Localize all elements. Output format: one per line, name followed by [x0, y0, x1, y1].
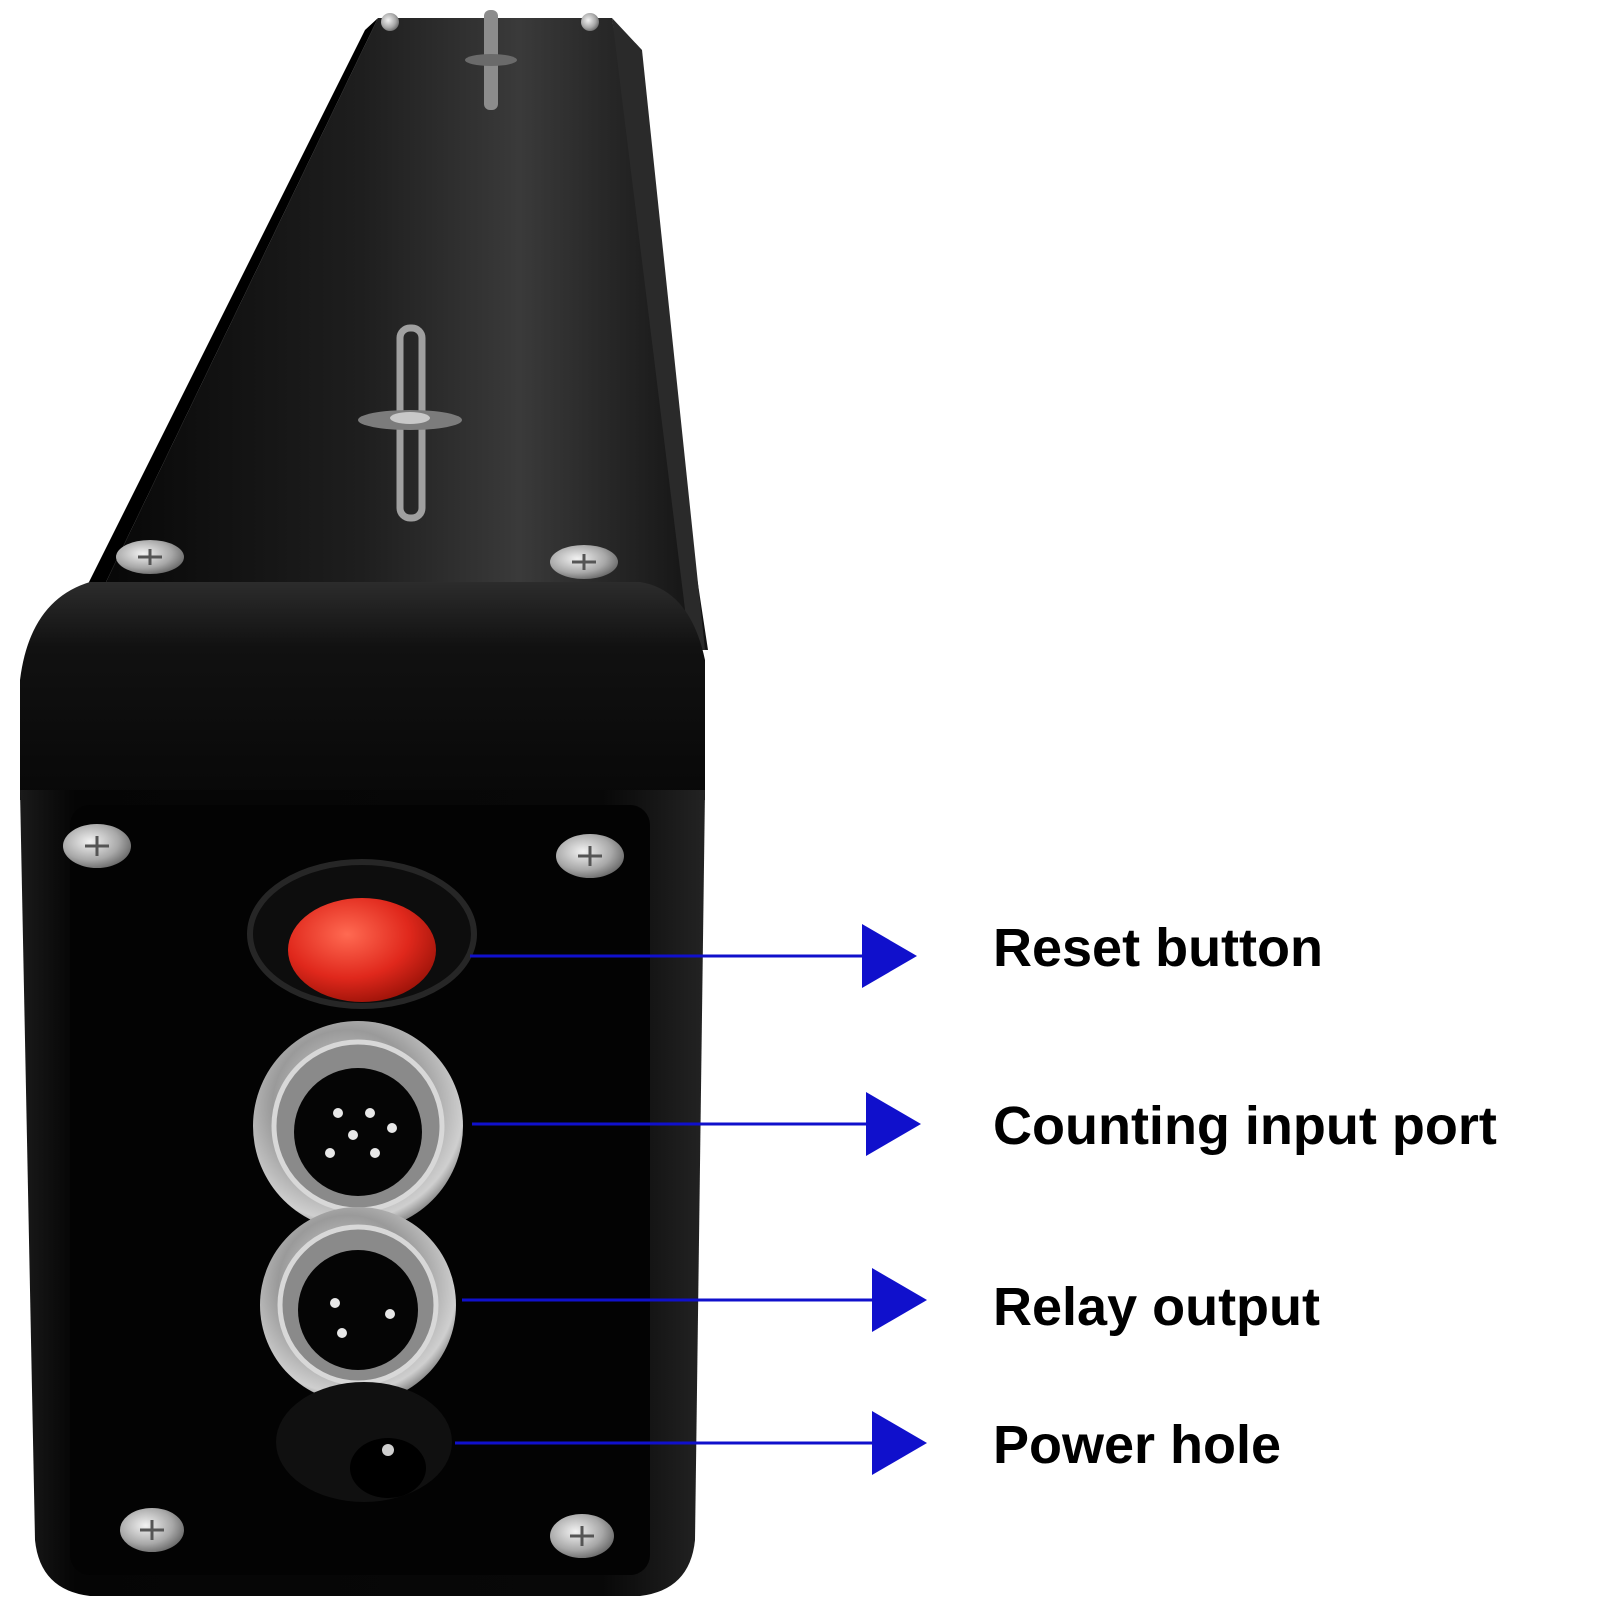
device-end-cap	[20, 582, 705, 800]
power-hole-icon	[276, 1382, 452, 1502]
screw-icon	[550, 545, 618, 579]
reset-button-icon	[247, 859, 477, 1009]
device-top-surface	[78, 18, 708, 650]
relay-output-connector-icon	[260, 1207, 456, 1403]
label-reset-button: Reset button	[993, 918, 1323, 978]
label-counting-input-port: Counting input port	[993, 1096, 1497, 1156]
middle-hook-icon	[358, 324, 462, 522]
device-right-edge	[612, 18, 705, 650]
callout-arrow-power	[455, 1411, 927, 1475]
label-relay-output: Relay output	[993, 1277, 1321, 1337]
screw-icon	[556, 834, 624, 878]
label-power-hole: Power hole	[993, 1415, 1282, 1475]
screw-icon	[120, 1508, 184, 1552]
screw-icon	[381, 13, 399, 31]
top-hook-icon	[465, 10, 517, 110]
screw-icon	[581, 13, 599, 31]
screw-icon	[116, 540, 184, 574]
device-left-edge	[60, 18, 378, 640]
callout-arrow-count	[472, 1092, 921, 1156]
callout-arrow-reset	[470, 924, 917, 988]
counting-input-port-icon	[253, 1021, 463, 1231]
screw-icon	[550, 1514, 614, 1558]
callout-arrow-relay	[462, 1268, 927, 1332]
screw-icon	[63, 824, 131, 868]
